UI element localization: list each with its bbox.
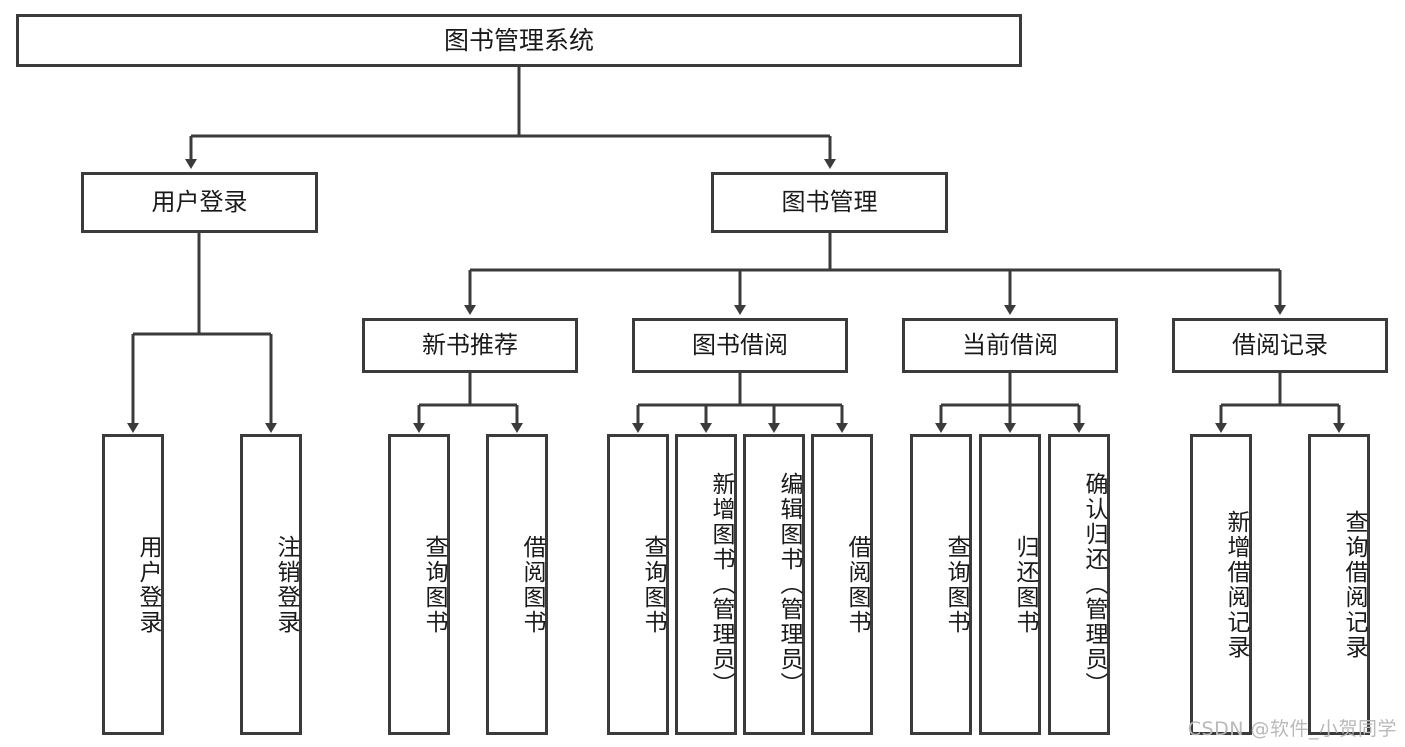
leaf-book-borrow-query[interactable]: 查询图书 (607, 434, 669, 735)
node-label: 查询图书 (421, 534, 447, 635)
node-label: 新书推荐 (422, 331, 518, 360)
node-label: 借阅图书 (519, 534, 545, 635)
leaf-user-login-logout[interactable]: 注销登录 (240, 434, 302, 735)
node-label: 确认归还（管理员） (1081, 472, 1107, 697)
node-label: 新增图书（管理员） (708, 472, 734, 697)
leaf-borrow-record-add[interactable]: 新增借阅记录 (1190, 434, 1252, 735)
node-label: 编辑图书（管理员） (776, 472, 802, 697)
leaf-book-borrow-borrow[interactable]: 借阅图书 (811, 434, 873, 735)
node-label: 图书借阅 (692, 331, 788, 360)
leaf-current-borrow-return[interactable]: 归还图书 (979, 434, 1041, 735)
leaf-book-borrow-edit[interactable]: 编辑图书（管理员） (743, 434, 805, 735)
node-user-login[interactable]: 用户登录 (81, 172, 318, 233)
node-label: 借阅记录 (1232, 331, 1328, 360)
leaf-book-borrow-add[interactable]: 新增图书（管理员） (675, 434, 737, 735)
leaf-new-book-query[interactable]: 查询图书 (388, 434, 450, 735)
node-current-borrow[interactable]: 当前借阅 (902, 318, 1118, 373)
node-label: 新增借阅记录 (1223, 509, 1249, 660)
node-new-book-recommend[interactable]: 新书推荐 (362, 318, 578, 373)
csdn-watermark: CSDN @软件_小贺同学 (1187, 718, 1397, 740)
node-label: 查询图书 (640, 534, 666, 635)
node-root-system[interactable]: 图书管理系统 (16, 14, 1022, 67)
leaf-borrow-record-query[interactable]: 查询借阅记录 (1308, 434, 1370, 735)
leaf-current-borrow-confirm-return[interactable]: 确认归还（管理员） (1048, 434, 1110, 735)
node-book-borrow[interactable]: 图书借阅 (632, 318, 848, 373)
node-book-management[interactable]: 图书管理 (711, 172, 948, 233)
node-label: 查询图书 (943, 534, 969, 635)
node-label: 当前借阅 (962, 331, 1058, 360)
node-label: 注销登录 (273, 534, 299, 635)
leaf-current-borrow-query[interactable]: 查询图书 (910, 434, 972, 735)
node-label: 图书管理 (781, 188, 878, 217)
node-label: 借阅图书 (844, 534, 870, 635)
node-label: 查询借阅记录 (1341, 509, 1367, 660)
leaf-user-login-signin[interactable]: 用户登录 (102, 434, 164, 735)
node-label: 用户登录 (135, 534, 161, 635)
leaf-new-book-borrow[interactable]: 借阅图书 (486, 434, 548, 735)
node-label: 用户登录 (151, 188, 248, 217)
node-borrow-record[interactable]: 借阅记录 (1172, 318, 1388, 373)
node-label: 归还图书 (1012, 534, 1038, 635)
node-label: 图书管理系统 (443, 25, 594, 55)
